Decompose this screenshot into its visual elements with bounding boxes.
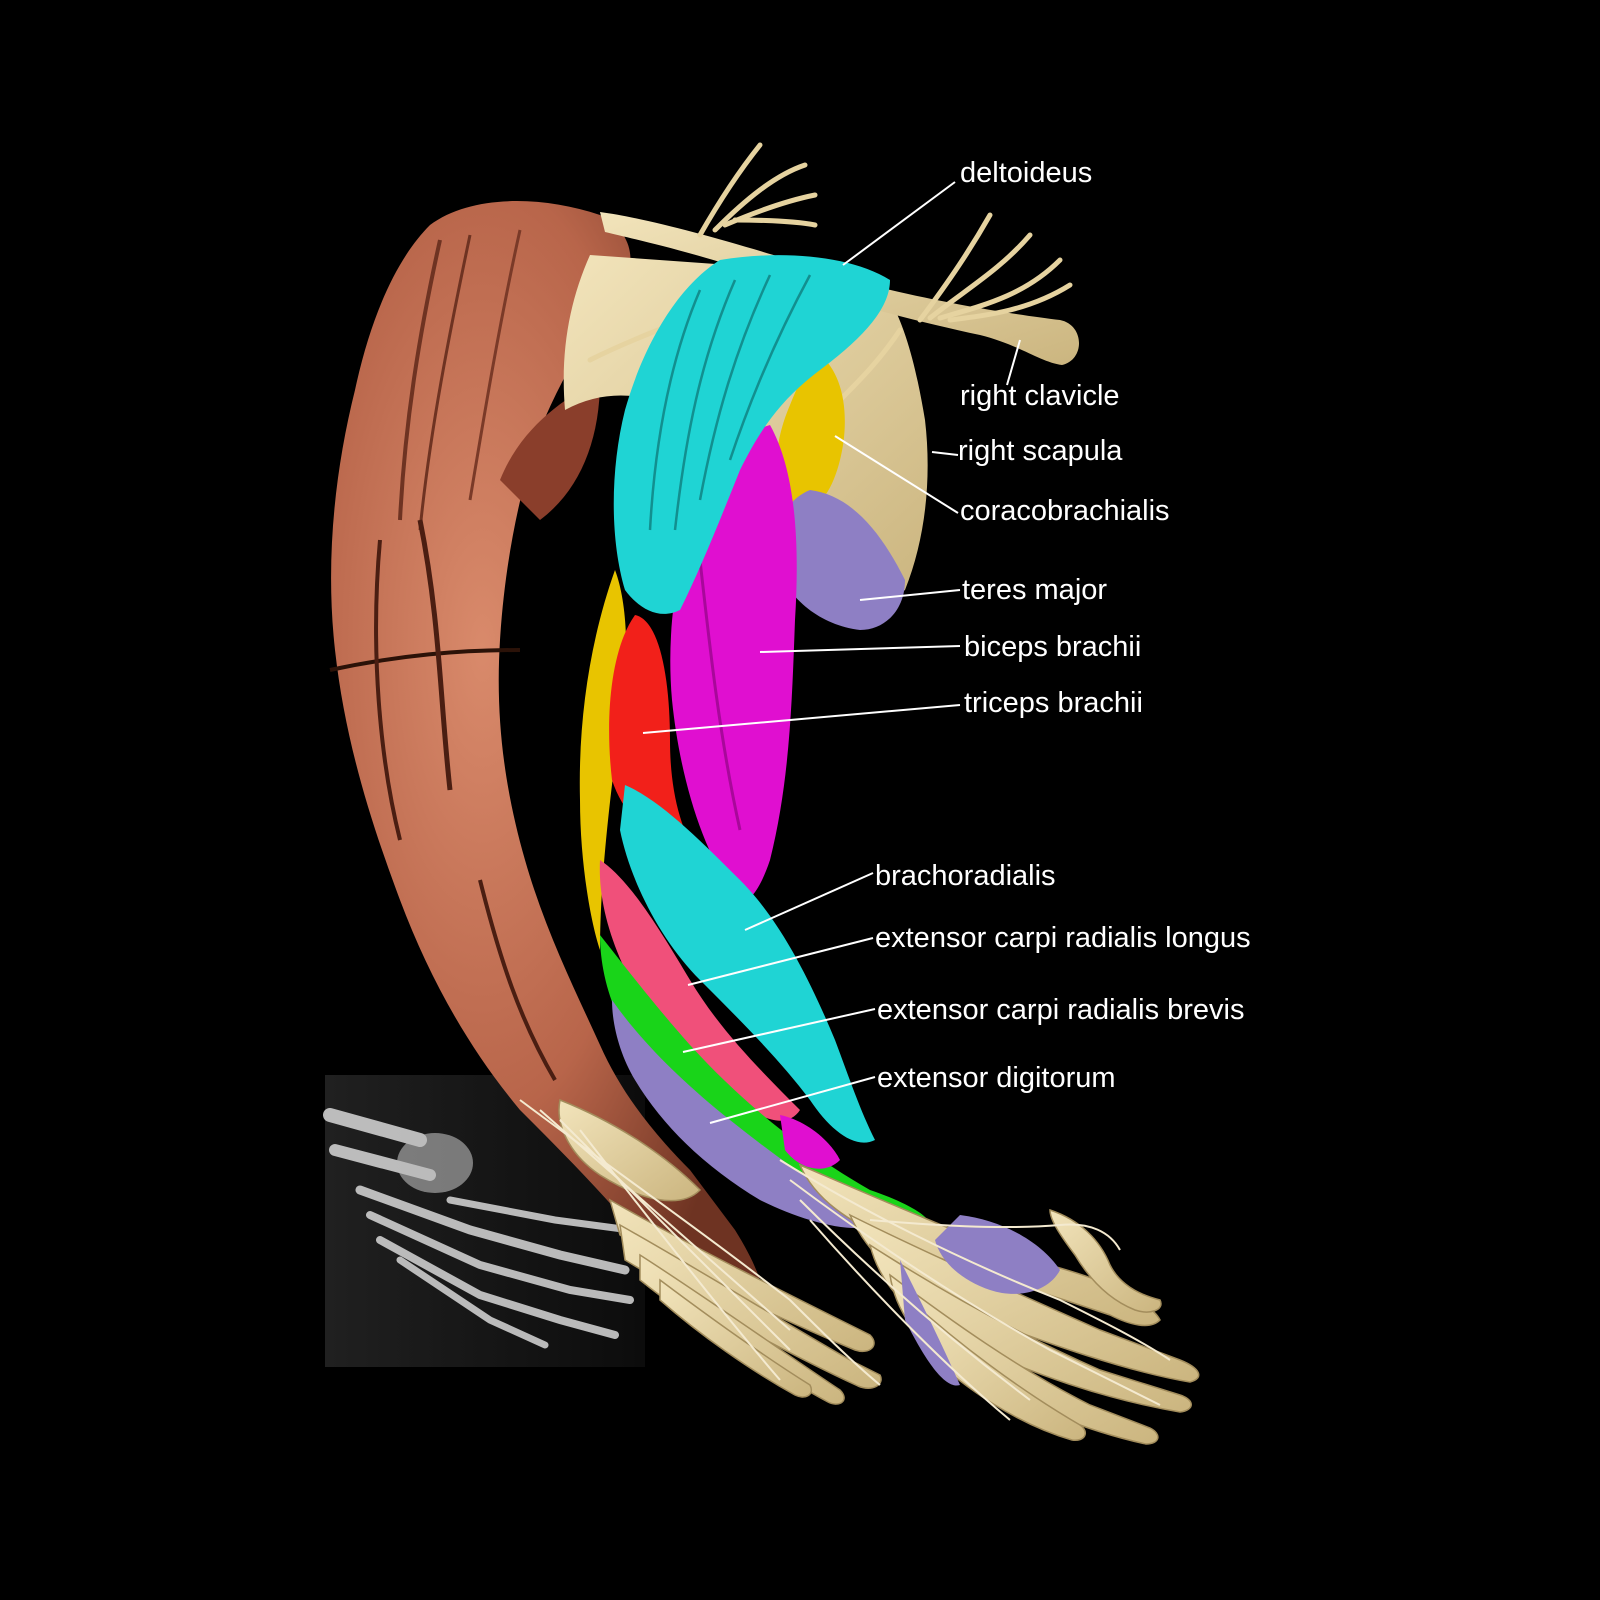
label-teres-major: teres major [962,574,1108,606]
leader-brachoradialis [744,872,874,931]
label-triceps-brachii: triceps brachii [964,687,1143,719]
leader-deltoideus [842,181,956,266]
extensor-carpi-radialis-longus-muscle [599,860,800,1121]
small-magenta-tendon [780,1115,840,1169]
label-right-scapula: right scapula [958,435,1123,467]
leader-teres-major [859,589,961,601]
leader-ecr-longus [687,937,874,986]
outer-arm-muscles [329,201,764,1320]
label-coracobrachialis: coracobrachialis [960,495,1170,527]
leader-extensor-digitorum [709,1076,876,1124]
label-deltoideus: deltoideus [960,157,1093,189]
leader-lines [642,181,1021,1124]
leader-right-clavicle [1006,339,1021,386]
leader-ecr-brevis [682,1008,876,1053]
label-biceps-brachii: biceps brachii [964,631,1142,663]
hand-bones [558,1098,1200,1445]
hand-extensor-purple [935,1215,1060,1294]
leader-triceps-brachii [642,704,961,734]
label-extensor-carpi-radialis-brevis: extensor carpi radialis brevis [877,994,1245,1026]
leader-right-scapula [931,451,959,456]
deltoideus-muscle [613,255,890,614]
hand-tendons [519,1099,1171,1421]
leader-biceps-brachii [759,645,961,653]
teres-major-muscle [774,490,905,630]
label-right-clavicle: right clavicle [960,380,1120,412]
label-extensor-digitorum: extensor digitorum [877,1062,1116,1094]
leader-coracobrachialis [834,435,959,514]
extensor-digitorum-muscle [612,1000,880,1229]
label-extensor-carpi-radialis-longus: extensor carpi radialis longus [875,922,1251,954]
yellow-posterior-muscle [579,570,627,950]
coracobrachialis-muscle [776,355,845,508]
brachoradialis-muscle [620,785,875,1143]
label-brachoradialis: brachoradialis [875,860,1056,892]
